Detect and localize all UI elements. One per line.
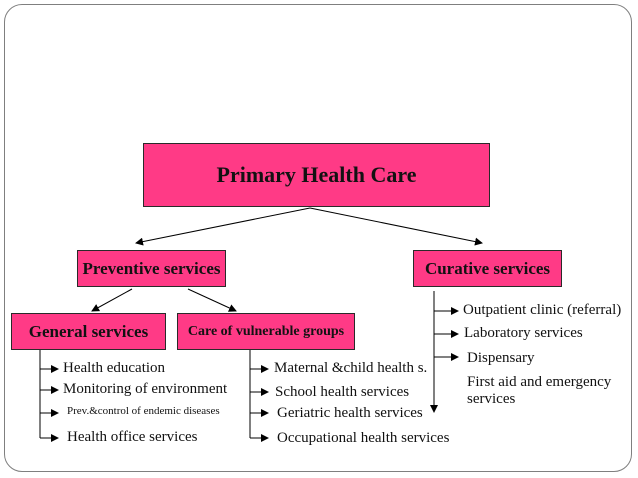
arrow-preventive-vulnerable: [187, 288, 237, 312]
curative-services-node: Curative services: [413, 250, 562, 287]
general-item: Prev.&control of endemic diseases: [67, 405, 220, 417]
general-item: Health education: [63, 360, 166, 376]
curative-item: First aid and emergency services: [467, 374, 612, 408]
vulnerable-item: School health services: [275, 384, 410, 400]
curative-item: Laboratory services: [464, 325, 583, 341]
vulnerable-item: Occupational health services: [277, 430, 450, 446]
curative-services-label: Curative services: [424, 258, 551, 278]
general-services-label: General services: [28, 321, 149, 341]
root-node-label: Primary Health Care: [216, 162, 417, 187]
arrow-root-curative: [309, 207, 483, 246]
general-item: Health office services: [67, 429, 198, 445]
curative-item: Outpatient clinic (referral): [463, 302, 622, 318]
arrow-root-preventive: [135, 207, 311, 246]
vulnerable-groups-node: Care of vulnerable groups: [177, 313, 355, 350]
vulnerable-item: Geriatric health services: [277, 405, 423, 421]
general-services-node: General services: [11, 313, 166, 350]
curative-item: Dispensary: [467, 350, 535, 366]
slide-frame: [4, 4, 632, 472]
vulnerable-groups-label: Care of vulnerable groups: [187, 323, 345, 339]
general-item: Monitoring of environment: [63, 381, 228, 397]
vulnerable-item: Maternal &child health s.: [274, 360, 428, 376]
root-node: Primary Health Care: [143, 143, 490, 207]
preventive-services-node: Preventive services: [77, 250, 226, 287]
arrow-preventive-general: [91, 288, 133, 312]
preventive-services-label: Preventive services: [82, 258, 221, 278]
